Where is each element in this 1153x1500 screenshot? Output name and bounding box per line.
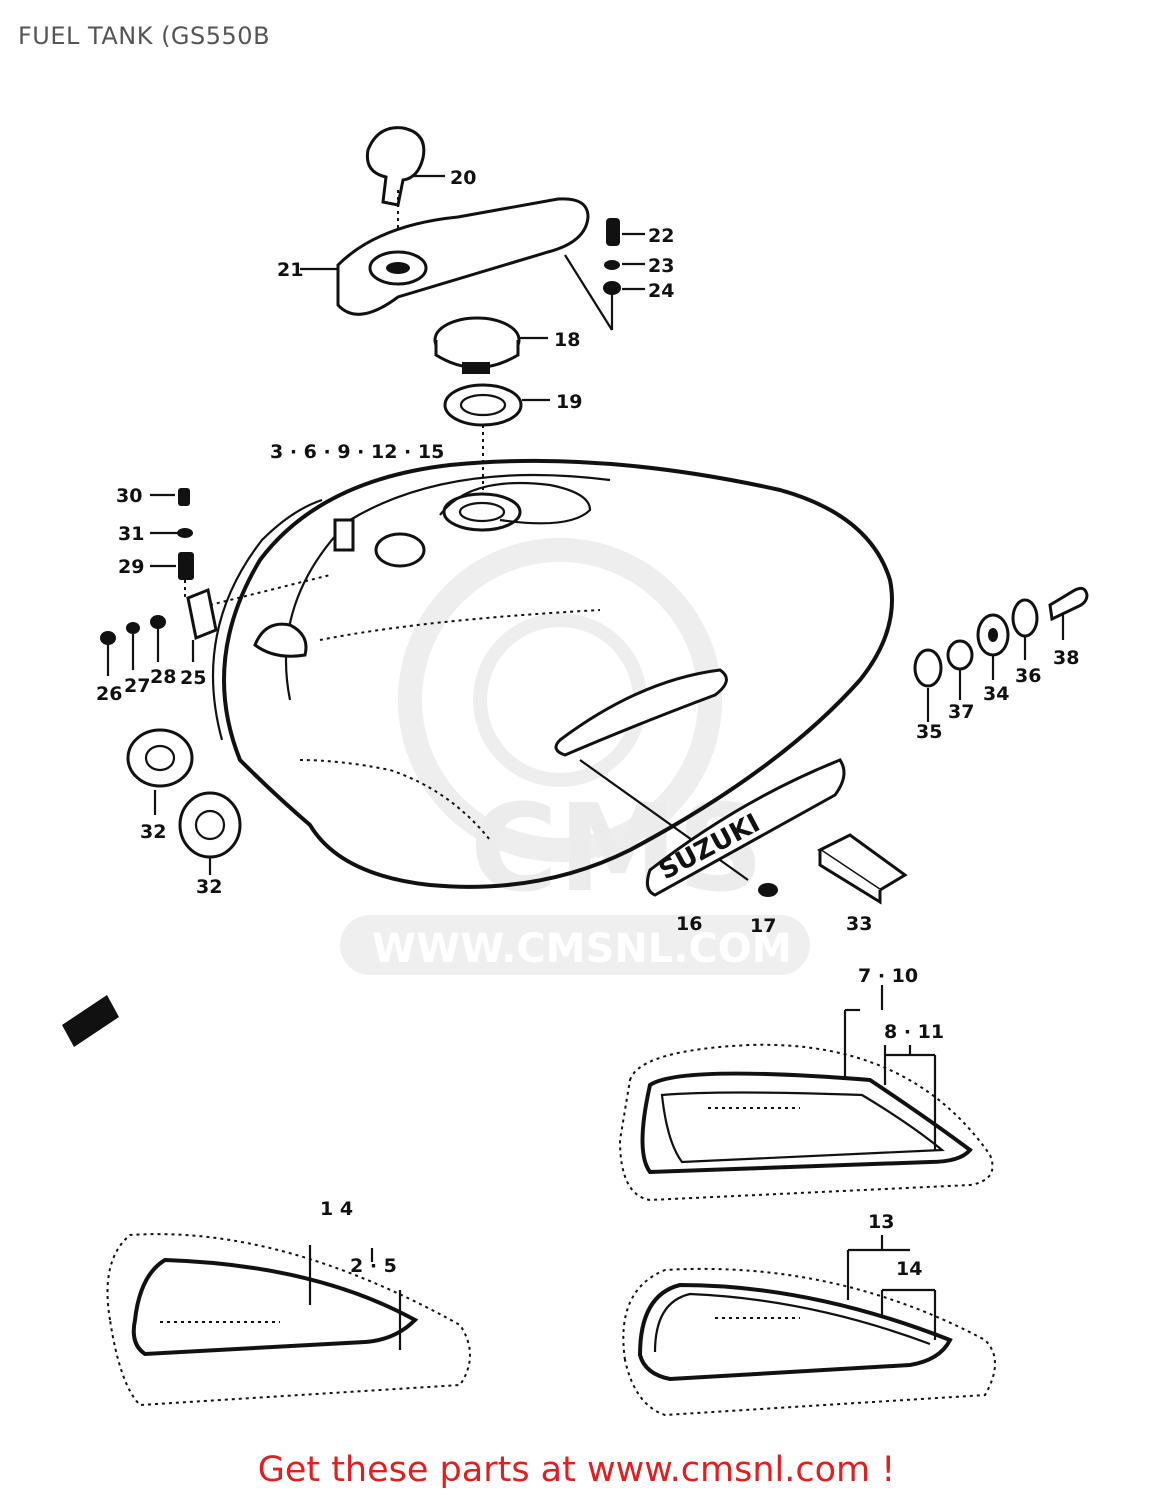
callout-32-upper: 32 <box>140 821 166 843</box>
callout-2-5: 2 · 5 <box>350 1255 397 1277</box>
watermark-url: WWW.CMSNL.COM <box>372 926 792 972</box>
side-panel-1-5 <box>106 1233 471 1407</box>
cap-gasket-part <box>443 383 550 490</box>
callout-7-10: 7 · 10 <box>858 965 918 987</box>
callout-3-6-9-12-15: 3 · 6 · 9 · 12 · 15 <box>270 441 444 463</box>
callout-37: 37 <box>948 701 974 723</box>
key-lock-part <box>365 126 445 255</box>
right-damper-parts <box>913 586 1089 722</box>
callout-16: 16 <box>676 913 702 935</box>
small-decal-part <box>62 995 119 1047</box>
page-title: FUEL TANK (GS550B <box>18 22 271 50</box>
callout-1-4: 1 4 <box>320 1198 353 1220</box>
callout-8-11: 8 · 11 <box>884 1021 944 1043</box>
bracket-screw-parts <box>100 615 195 676</box>
bolt-washer-parts <box>603 218 645 295</box>
callout-33: 33 <box>846 913 872 935</box>
callout-19: 19 <box>556 391 582 413</box>
callout-20: 20 <box>450 167 476 189</box>
callout-14: 14 <box>896 1258 922 1280</box>
rubber-cushion-parts <box>126 728 242 875</box>
callout-28: 28 <box>150 666 176 688</box>
callout-26: 26 <box>96 683 122 705</box>
pad-part <box>817 833 908 905</box>
callout-13: 13 <box>868 1211 894 1233</box>
callout-38: 38 <box>1053 647 1079 669</box>
watermark: CMS WWW.CMSNL.COM <box>340 538 810 975</box>
cover-plate-part <box>300 197 614 331</box>
callout-30: 30 <box>116 485 142 507</box>
callout-24: 24 <box>648 280 674 302</box>
callout-17: 17 <box>750 915 776 937</box>
callout-23: 23 <box>648 255 674 277</box>
callout-21: 21 <box>277 259 303 281</box>
callout-18: 18 <box>554 329 580 351</box>
footer-parts-link[interactable]: Get these parts at www.cmsnl.com ! <box>257 1450 896 1490</box>
callout-32-lower: 32 <box>196 876 222 898</box>
callout-27: 27 <box>124 675 150 697</box>
side-panel-7-11 <box>618 985 994 1202</box>
fuel-cap-part <box>433 316 548 374</box>
callout-29: 29 <box>118 556 144 578</box>
callout-22: 22 <box>648 225 674 247</box>
callout-25: 25 <box>180 667 206 689</box>
callout-36: 36 <box>1015 665 1041 687</box>
callout-34: 34 <box>983 683 1009 705</box>
side-panel-13-14 <box>622 1235 996 1417</box>
emblem-screw-part <box>758 883 778 897</box>
callout-31: 31 <box>118 523 144 545</box>
callout-35: 35 <box>916 721 942 743</box>
left-small-parts <box>150 488 331 641</box>
